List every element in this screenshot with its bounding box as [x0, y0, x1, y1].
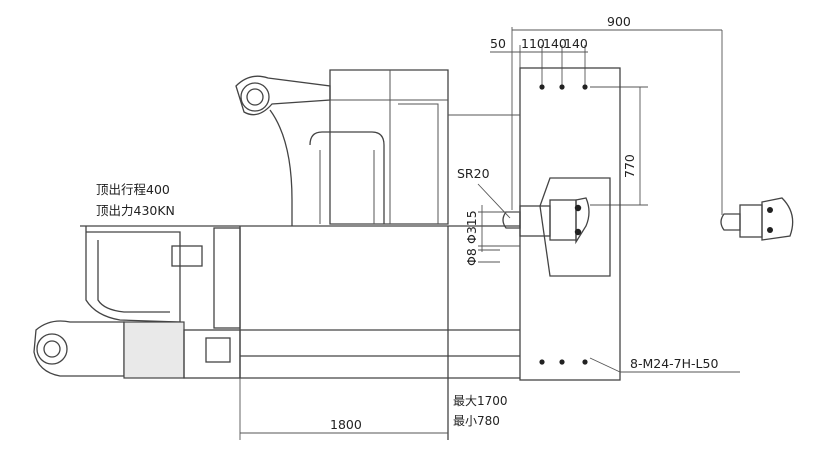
bolt-hole-top-3 [582, 84, 588, 90]
dim-50-label: 50 [490, 36, 506, 51]
bolt-spec-label: 8-M24-7H-L50 [630, 356, 718, 371]
nozzle-dimensions: SR20 Φ315 Φ8 [457, 166, 520, 266]
bolt-hole-bottom-1 [539, 359, 545, 365]
bolt-hole-bottom-3 [582, 359, 588, 365]
bolt-hole-bottom-2 [559, 359, 565, 365]
eject-stroke-label: 顶出行程400 [96, 182, 170, 197]
dim-770-label: 770 [622, 154, 637, 178]
upper-arm [235, 75, 331, 116]
lower-arm [33, 320, 125, 377]
ejector-unit [720, 197, 794, 241]
phi8-label: Φ8 [464, 248, 479, 266]
sr20-leader [477, 183, 511, 219]
ejector-dot-1 [767, 207, 773, 213]
ejector-tip [720, 213, 741, 231]
ejector-body [739, 204, 763, 238]
bolt-hole-top-1 [539, 84, 545, 90]
dim-110-label: 110 [521, 36, 545, 51]
top-dimensions: 900 50 110 140 140 [490, 14, 723, 215]
dim-770: 770 [590, 86, 648, 206]
eject-force-label: 顶出力430KN [96, 203, 175, 218]
bolt-spec: 8-M24-7H-L50 [589, 356, 740, 373]
upper-toggle-link [235, 69, 449, 226]
ejector-dot-2 [767, 227, 773, 233]
lower-frame [85, 226, 181, 323]
bolt-hole-top-2 [559, 84, 565, 90]
dim-900-label: 900 [607, 14, 631, 29]
nozzle-base [519, 205, 551, 237]
lower-pivot-outer [36, 333, 68, 365]
lower-block [171, 245, 203, 267]
lower-frame-inner [97, 240, 170, 313]
dim-140a-label: 140 [543, 36, 567, 51]
nozzle-dot-2 [574, 228, 582, 236]
nozzle-cap [575, 197, 590, 245]
dim-1800-label: 1800 [330, 417, 362, 432]
bottom-dimensions: 1800 最大1700 最小780 [239, 378, 508, 440]
nozzle-tip [502, 211, 521, 229]
phi315-label: Φ315 [464, 210, 479, 244]
moving-platen [448, 67, 621, 381]
lower-pivot-inner [43, 340, 61, 358]
upper-pivot-inner [246, 88, 264, 106]
upper-pivot-outer [240, 82, 270, 112]
sr20-label: SR20 [457, 166, 490, 181]
max-open-label: 最大1700 [453, 394, 508, 408]
dim-140b-label: 140 [564, 36, 588, 51]
crosshead-inner [398, 103, 439, 224]
lower-column [213, 227, 241, 329]
platen-plate [519, 67, 621, 381]
lower-crosshead-box [205, 337, 231, 363]
crosshead-block [329, 69, 449, 225]
bolt-leader [589, 357, 621, 373]
crosshead-window [309, 131, 385, 224]
ejector-notes: 顶出行程400 顶出力430KN [96, 182, 175, 218]
lower-crosshead-right [183, 329, 241, 379]
nozzle-body [549, 199, 577, 241]
lower-toggle-link [33, 226, 241, 379]
ejector-cap [761, 197, 794, 241]
platen-cone [539, 177, 611, 277]
nozzle-dot-1 [574, 204, 582, 212]
upper-arm-curve [269, 109, 293, 226]
min-open-label: 最小780 [453, 414, 500, 428]
lower-crosshead [123, 321, 185, 379]
